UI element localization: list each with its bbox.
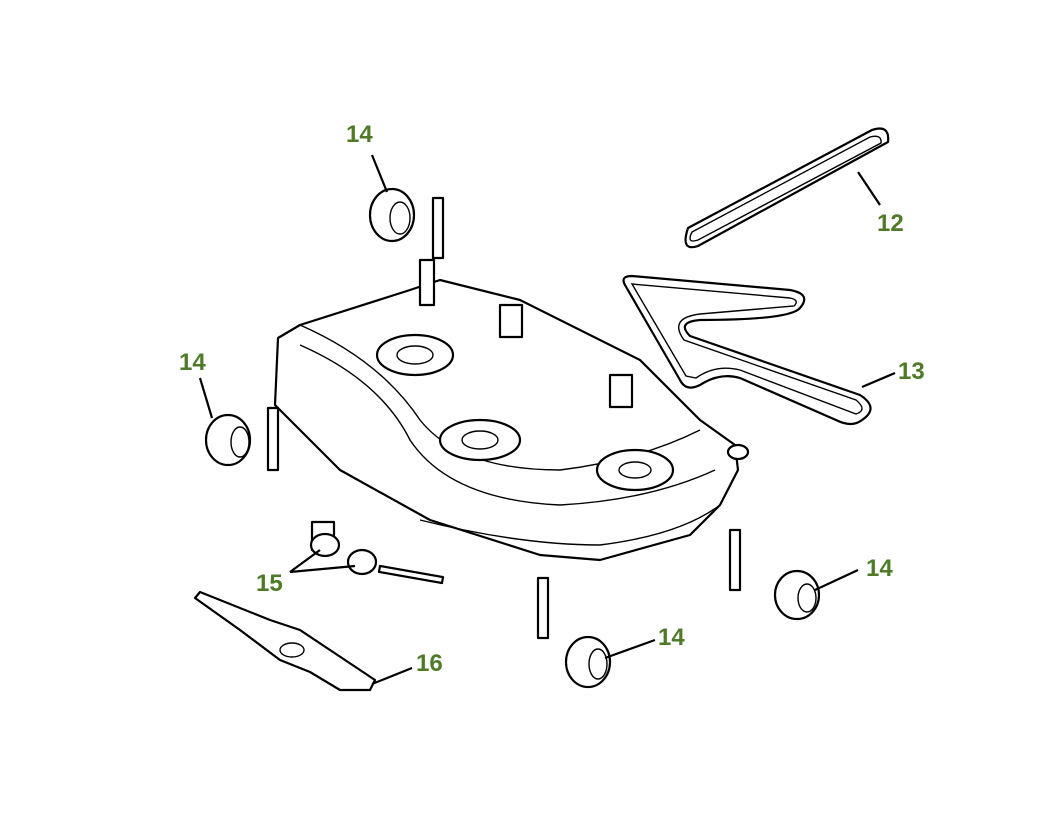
callout-14-left: 14 <box>179 349 206 376</box>
callout-13: 13 <box>898 358 925 385</box>
callout-14-top: 14 <box>346 121 373 148</box>
callout-14-right: 14 <box>866 555 893 582</box>
spacers-15[interactable] <box>309 520 445 585</box>
blade-16[interactable] <box>193 590 377 692</box>
belt-12[interactable] <box>684 127 890 249</box>
callout-16: 16 <box>416 650 443 677</box>
gauge-wheel-left[interactable] <box>204 413 252 467</box>
callout-14-front: 14 <box>658 624 685 651</box>
callout-12: 12 <box>877 210 904 237</box>
wheel-posts <box>266 196 742 640</box>
callout-15: 15 <box>256 570 283 597</box>
leader-lines <box>198 154 896 686</box>
gauge-wheel-front[interactable] <box>564 635 612 689</box>
belt-13[interactable] <box>622 274 872 426</box>
gauge-wheel-top[interactable] <box>368 187 416 243</box>
mower-deck[interactable] <box>273 258 750 562</box>
gauge-wheel-right[interactable] <box>773 569 821 621</box>
